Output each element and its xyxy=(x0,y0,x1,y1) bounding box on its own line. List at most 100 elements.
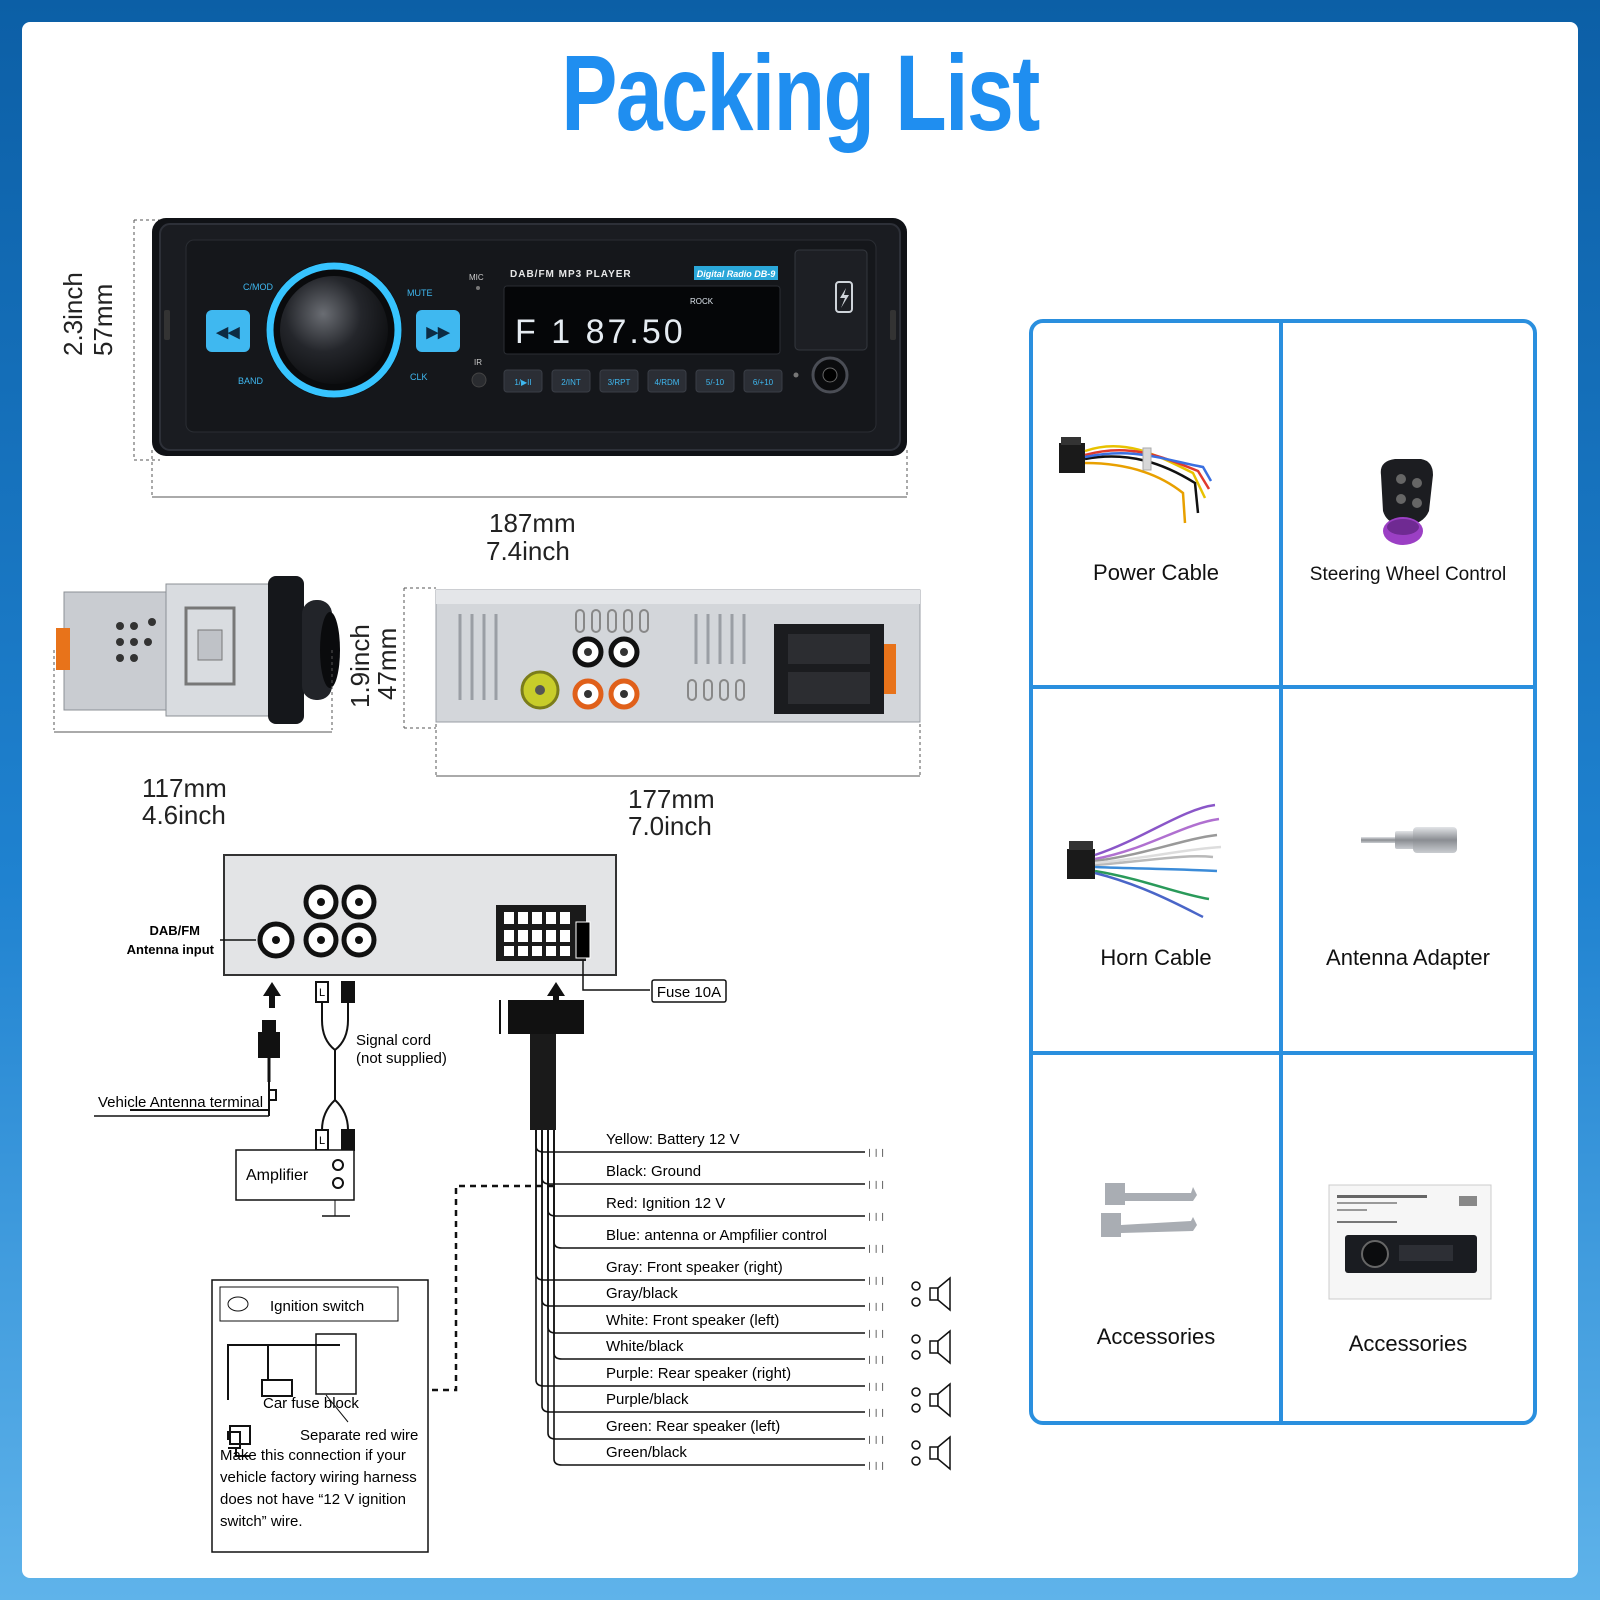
speaker-icon xyxy=(911,1382,951,1418)
wire-label: Gray/black xyxy=(606,1285,678,1302)
side-depth-inch: 4.6inch xyxy=(142,800,226,830)
wire-label: Black: Ground xyxy=(606,1163,701,1180)
svg-text:C/MOD: C/MOD xyxy=(243,282,273,292)
head-unit-side-illustration xyxy=(53,576,340,733)
harness-wire xyxy=(547,1130,865,1440)
item-label: Antenna Adapter xyxy=(1326,945,1490,970)
front-width-inch: 7.4inch xyxy=(486,536,570,566)
item-power-cable: Power Cable xyxy=(1033,323,1283,689)
item-accessories-keys: Accessories xyxy=(1033,1055,1283,1421)
packing-items-grid: Power Cable Steering Wheel Control xyxy=(1029,319,1537,1425)
preset-button xyxy=(551,369,591,393)
svg-text:ROCK: ROCK xyxy=(690,297,714,306)
item-label: Horn Cable xyxy=(1100,945,1212,970)
horn-cable-icon xyxy=(1067,803,1222,919)
front-width-mm: 187mm xyxy=(489,508,576,538)
svg-text:Separate red wire: Separate red wire xyxy=(300,1427,418,1444)
svg-text:Digital Radio DB-9: Digital Radio DB-9 xyxy=(697,269,776,279)
power-cable-icon xyxy=(1059,437,1213,524)
wire-label: Yellow: Battery 12 V xyxy=(606,1131,740,1148)
preset-label: 1/▶II xyxy=(514,378,531,387)
speaker-icon xyxy=(911,1329,951,1365)
item-accessories-manual: Accessories xyxy=(1283,1055,1533,1421)
preset-label: 2/INT xyxy=(561,378,581,387)
note-line: Make this connection if your xyxy=(220,1447,406,1464)
wire-end: ❘❘❘ xyxy=(866,1435,886,1444)
wire-end: ❘❘❘ xyxy=(866,1276,886,1285)
svg-text:Fuse 10A: Fuse 10A xyxy=(657,984,721,1001)
svg-text:Ignition switch: Ignition switch xyxy=(270,1298,364,1315)
wire-end: ❘❘❘ xyxy=(866,1244,886,1253)
preset-button xyxy=(695,369,735,393)
svg-text:DAB/FM MP3 PLAYER: DAB/FM MP3 PLAYER xyxy=(510,269,632,280)
wire-label: Gray: Front speaker (right) xyxy=(606,1259,783,1276)
wire-end: ❘❘❘ xyxy=(866,1408,886,1417)
wiring-diagram: DAB/FM Antenna input Fuse 10A Vehicle An… xyxy=(94,854,951,1553)
item-label: Accessories xyxy=(1096,1324,1216,1349)
wire-label: White: Front speaker (left) xyxy=(606,1312,779,1329)
svg-text:Antenna input: Antenna input xyxy=(127,942,215,957)
svg-text:Car fuse block: Car fuse block xyxy=(263,1395,359,1412)
wire-end: ❘❘❘ xyxy=(866,1461,886,1470)
svg-text:BAND: BAND xyxy=(238,376,264,386)
svg-text:Amplifier: Amplifier xyxy=(246,1167,309,1184)
wire-end: ❘❘❘ xyxy=(866,1302,886,1311)
item-antenna-adapter: Antenna Adapter xyxy=(1283,689,1533,1055)
note-line: vehicle factory wiring harness xyxy=(220,1469,417,1486)
head-unit-rear-illustration xyxy=(403,587,921,777)
svg-text:L: L xyxy=(319,987,325,999)
item-label: Steering Wheel Control xyxy=(1309,564,1507,585)
preset-label: 6/+10 xyxy=(753,378,774,387)
svg-text:(not supplied): (not supplied) xyxy=(356,1050,447,1067)
wire-label: Purple/black xyxy=(606,1391,689,1408)
wire-end: ❘❘❘ xyxy=(866,1148,886,1157)
side-depth-mm: 117mm xyxy=(142,773,227,803)
svg-text:◀◀: ◀◀ xyxy=(215,324,240,341)
preset-button xyxy=(647,369,687,393)
wire-label: Green/black xyxy=(606,1444,687,1461)
wire-label: White/black xyxy=(606,1338,684,1355)
wire-end: ❘❘❘ xyxy=(866,1212,886,1221)
note-line: switch” wire. xyxy=(220,1513,303,1530)
svg-text:Vehicle Antenna terminal: Vehicle Antenna terminal xyxy=(98,1094,263,1111)
wire-label: Red: Ignition 12 V xyxy=(606,1195,725,1212)
antenna-adapter-icon xyxy=(1361,827,1457,853)
svg-text:▶▶: ▶▶ xyxy=(425,324,451,341)
wire-label: Green: Rear speaker (left) xyxy=(606,1418,780,1435)
speaker-icon xyxy=(911,1435,951,1471)
head-unit-front-illustration: ◀◀ ▶▶ C/MOD BAND MUTE CLK MIC IR DAB/FM … xyxy=(133,218,908,498)
wire-end: ❘❘❘ xyxy=(866,1180,886,1189)
harness-wire xyxy=(541,1130,865,1413)
wire-end: ❘❘❘ xyxy=(866,1329,886,1338)
preset-label: 4/RDM xyxy=(655,378,680,387)
rear-width-inch: 7.0inch xyxy=(628,811,712,841)
preset-label: 3/RPT xyxy=(608,378,631,387)
svg-text:Signal cord: Signal cord xyxy=(356,1032,431,1049)
side-height-inch: 1.9inch xyxy=(345,624,375,708)
harness-wire xyxy=(553,1130,865,1466)
item-steering-wheel-control: Steering Wheel Control xyxy=(1283,323,1533,689)
rear-width-mm: 177mm xyxy=(628,784,715,814)
item-label: Power Cable xyxy=(1093,560,1219,585)
svg-text:CLK: CLK xyxy=(410,372,428,382)
preset-button xyxy=(503,369,543,393)
note-line: does not have “12 V ignition xyxy=(220,1491,406,1508)
preset-button xyxy=(743,369,783,393)
front-height-inch: 2.3inch xyxy=(58,272,88,356)
wire-label: Blue: antenna or Ampfilier control xyxy=(606,1227,827,1244)
removal-keys-icon xyxy=(1101,1183,1197,1237)
item-horn-cable: Horn Cable xyxy=(1033,689,1283,1055)
svg-text:MUTE: MUTE xyxy=(407,288,433,298)
svg-text:MIC: MIC xyxy=(469,273,484,282)
wire-end: ❘❘❘ xyxy=(866,1382,886,1391)
steering-wheel-remote-icon xyxy=(1380,459,1433,545)
wire-end: ❘❘❘ xyxy=(866,1355,886,1364)
speaker-icon xyxy=(911,1276,951,1312)
svg-text:F 1 87.50: F 1 87.50 xyxy=(515,313,686,351)
svg-text:L: L xyxy=(319,1135,325,1147)
preset-button xyxy=(599,369,639,393)
svg-text:IR: IR xyxy=(474,358,482,367)
svg-text:DAB/FM: DAB/FM xyxy=(149,923,200,938)
instruction-manual-icon xyxy=(1328,1184,1492,1300)
wire-label: Purple: Rear speaker (right) xyxy=(606,1365,791,1382)
